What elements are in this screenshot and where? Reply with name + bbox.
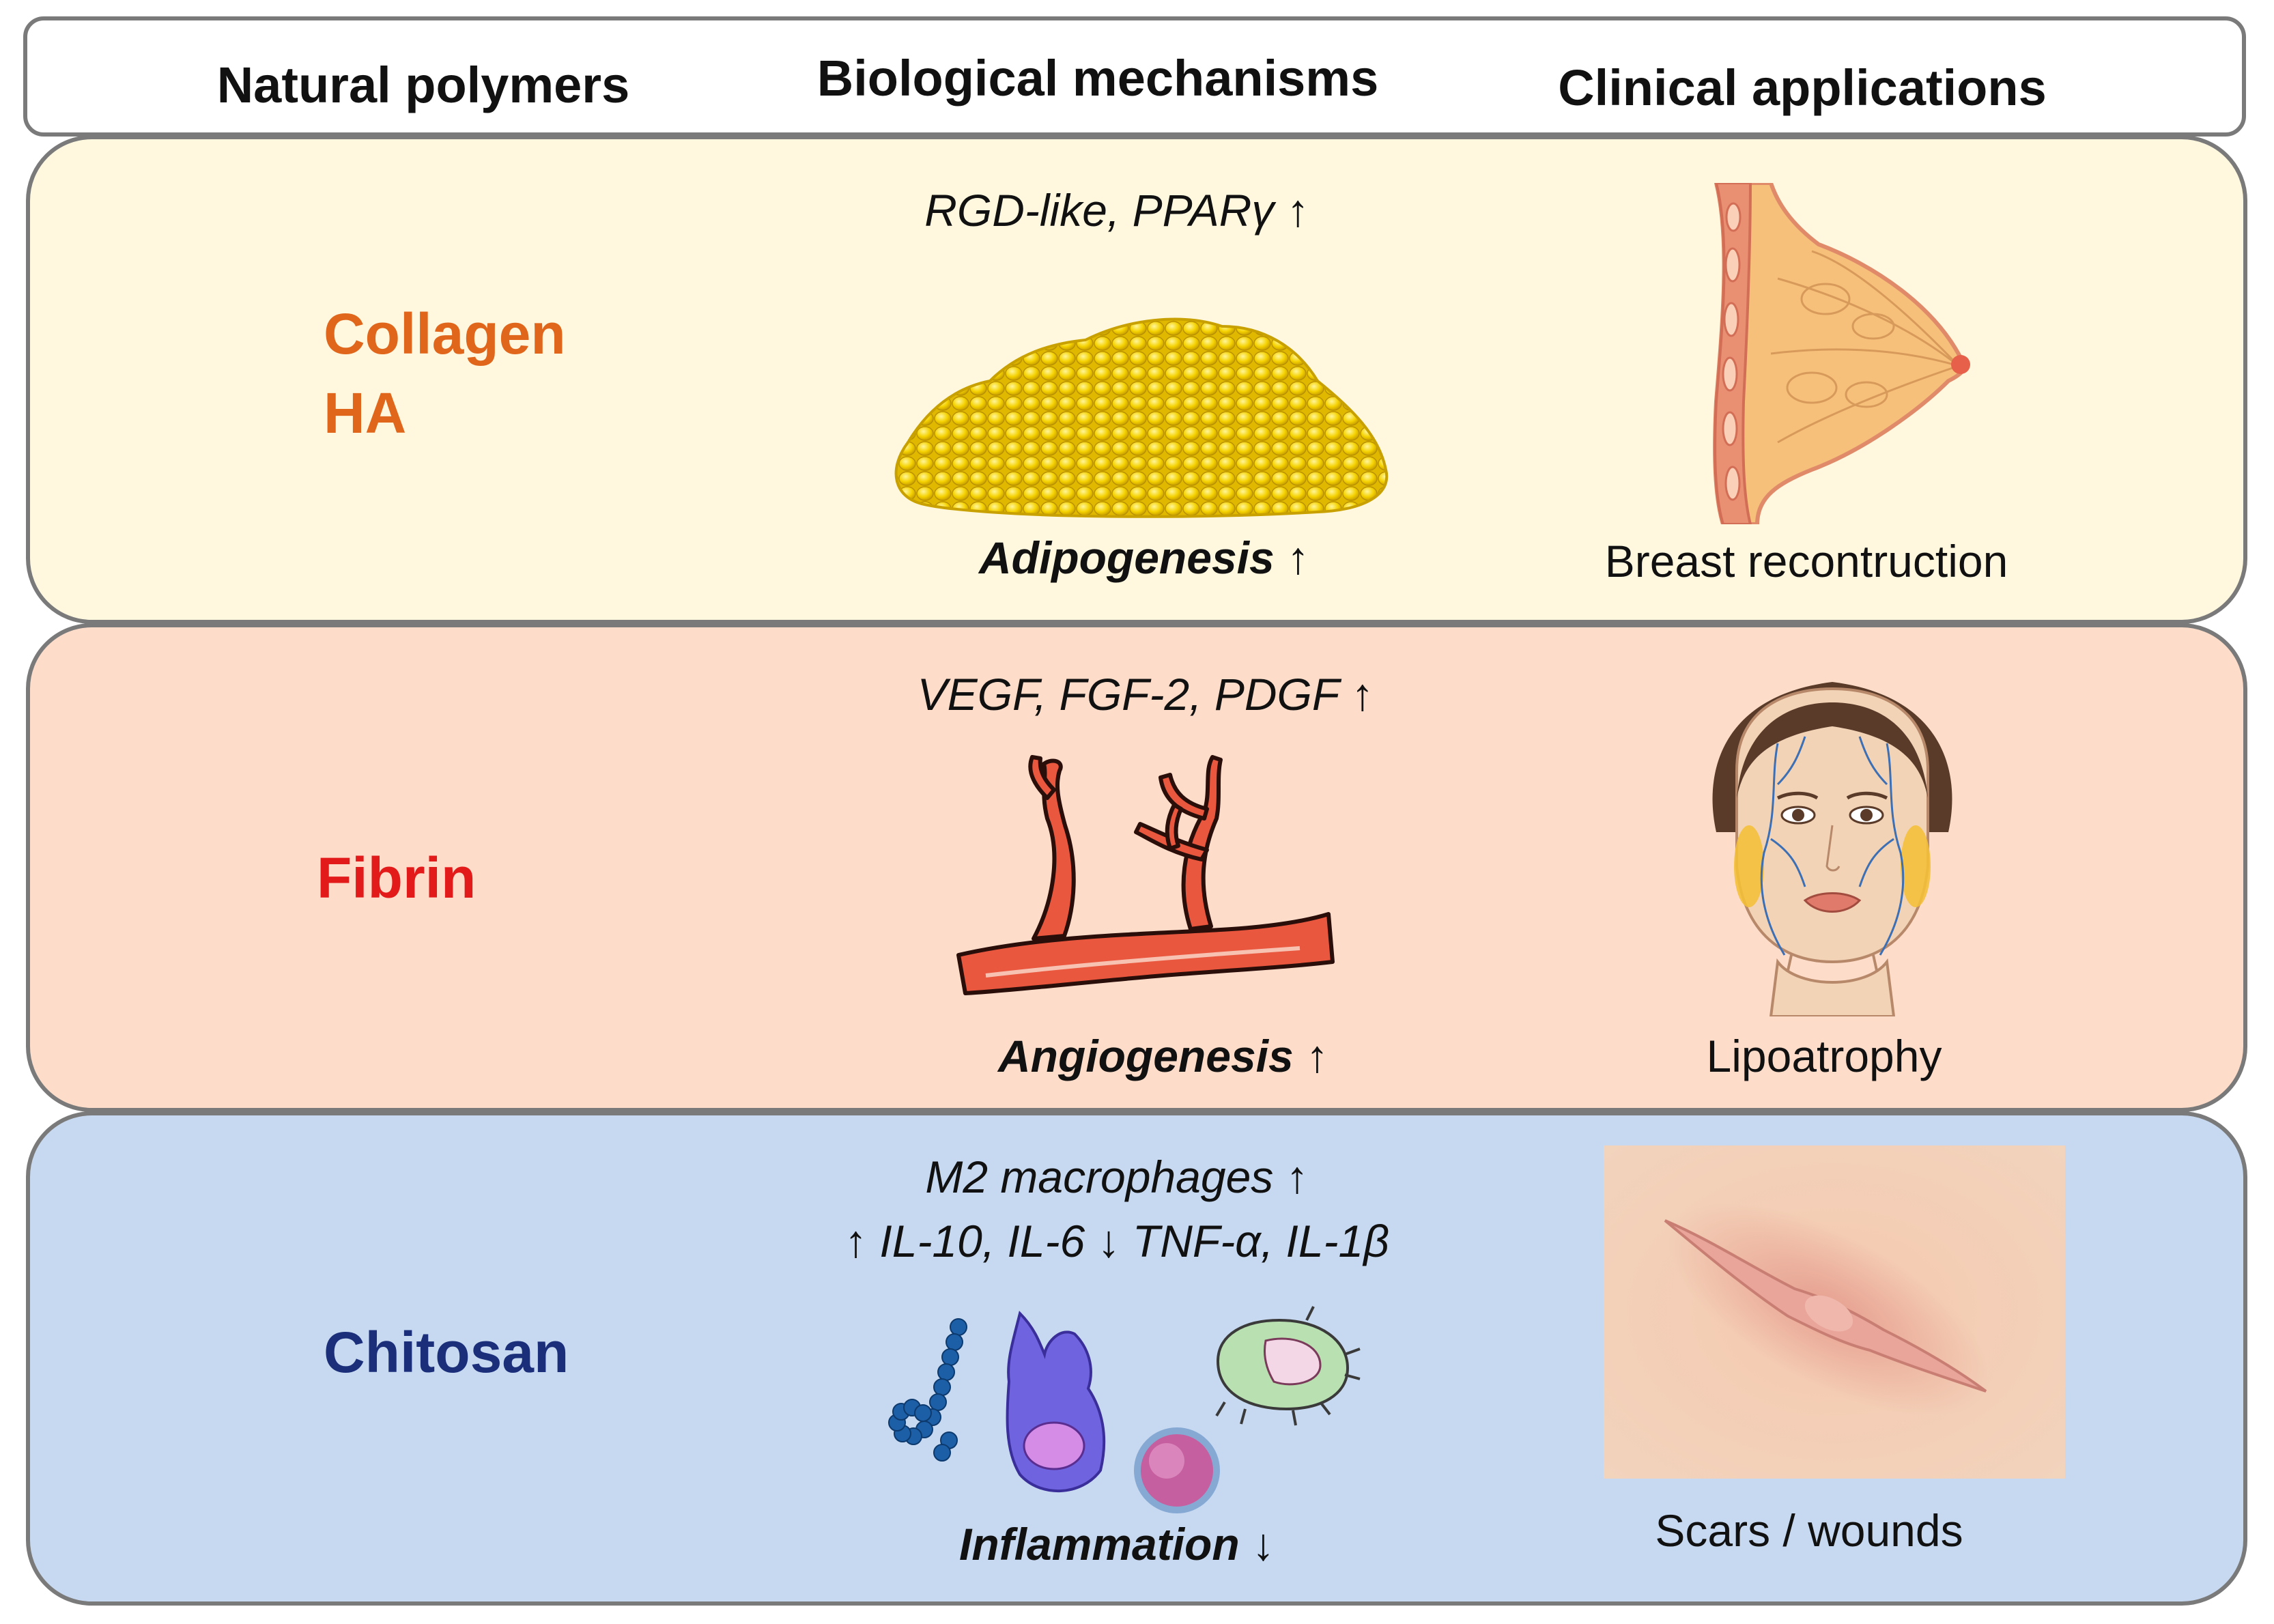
header-bar: Natural polymers Biological mechanisms C…	[23, 16, 2246, 137]
polymer-collagen: Collagen	[324, 302, 566, 366]
header-biological-mechanisms: Biological mechanisms	[816, 50, 1379, 106]
face-icon	[1712, 682, 1952, 1016]
header-natural-polymers: Natural polymers	[216, 57, 630, 113]
mechanism-markers: M2 macrophages ↑	[925, 1152, 1309, 1202]
polymer-label: Collagen HA	[324, 295, 566, 453]
immune-cells-icon	[883, 1300, 1375, 1518]
mechanism-cytokines: ↑ IL-10, IL-6 ↓ TNF-α, IL-1β	[844, 1216, 1389, 1266]
row-fibrin: Fibrin VEGF, FGF-2, PDGF ↑ Angiogenesis …	[26, 623, 2247, 1112]
row-collagen-ha: Collagen HA RGD-like, PPARγ ↑ Adipogenes…	[26, 135, 2247, 624]
mechanism-outcome: Angiogenesis ↑	[997, 1031, 1329, 1081]
blood-vessel-icon	[956, 755, 1335, 995]
application-label: Lipoatrophy	[1706, 1031, 1942, 1081]
mechanism-markers: VEGF, FGF-2, PDGF ↑	[917, 669, 1374, 720]
mechanism-outcome: Adipogenesis ↑	[978, 532, 1310, 583]
adipose-tissue-icon	[894, 317, 1389, 518]
breast-anatomy-icon	[1713, 183, 1970, 524]
polymer-fibrin: Fibrin	[317, 846, 477, 910]
scar-icon	[1604, 1145, 2065, 1479]
application-label: Breast recontruction	[1604, 536, 2008, 586]
polymer-ha: HA	[324, 380, 407, 445]
header-clinical-applications: Clinical applications	[1558, 59, 2047, 116]
polymer-chitosan: Chitosan	[324, 1320, 569, 1384]
row-chitosan: Chitosan M2 macrophages ↑ ↑ IL-10, IL-6 …	[26, 1111, 2247, 1606]
mechanism-markers: RGD-like, PPARγ ↑	[924, 185, 1309, 236]
application-label: Scars / wounds	[1655, 1505, 1963, 1556]
mechanism-outcome: Inflammation ↓	[958, 1519, 1275, 1569]
